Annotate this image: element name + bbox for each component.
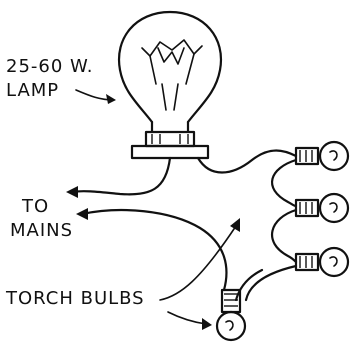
bulbs-pointer-arrow-icon [159, 218, 240, 301]
torch-bulb-icon [215, 288, 247, 342]
wires [66, 149, 298, 302]
torch-bulb-icon [294, 246, 350, 278]
torch-bulbs-label: TORCH BULBS [5, 288, 145, 309]
torch-bulb-icon [294, 140, 350, 172]
torch-bulb-icon [294, 192, 350, 224]
lamp-pointer-arrow-icon [75, 89, 116, 104]
mains-label: MAINS [10, 220, 73, 241]
lamp-label: LAMP [6, 80, 59, 101]
to-label: TO [21, 196, 49, 217]
lamp-icon [117, 10, 223, 160]
lamp-rating-label: 25-60 W. [6, 56, 93, 77]
bulbs-lower-pointer-arrow-icon [167, 311, 212, 330]
